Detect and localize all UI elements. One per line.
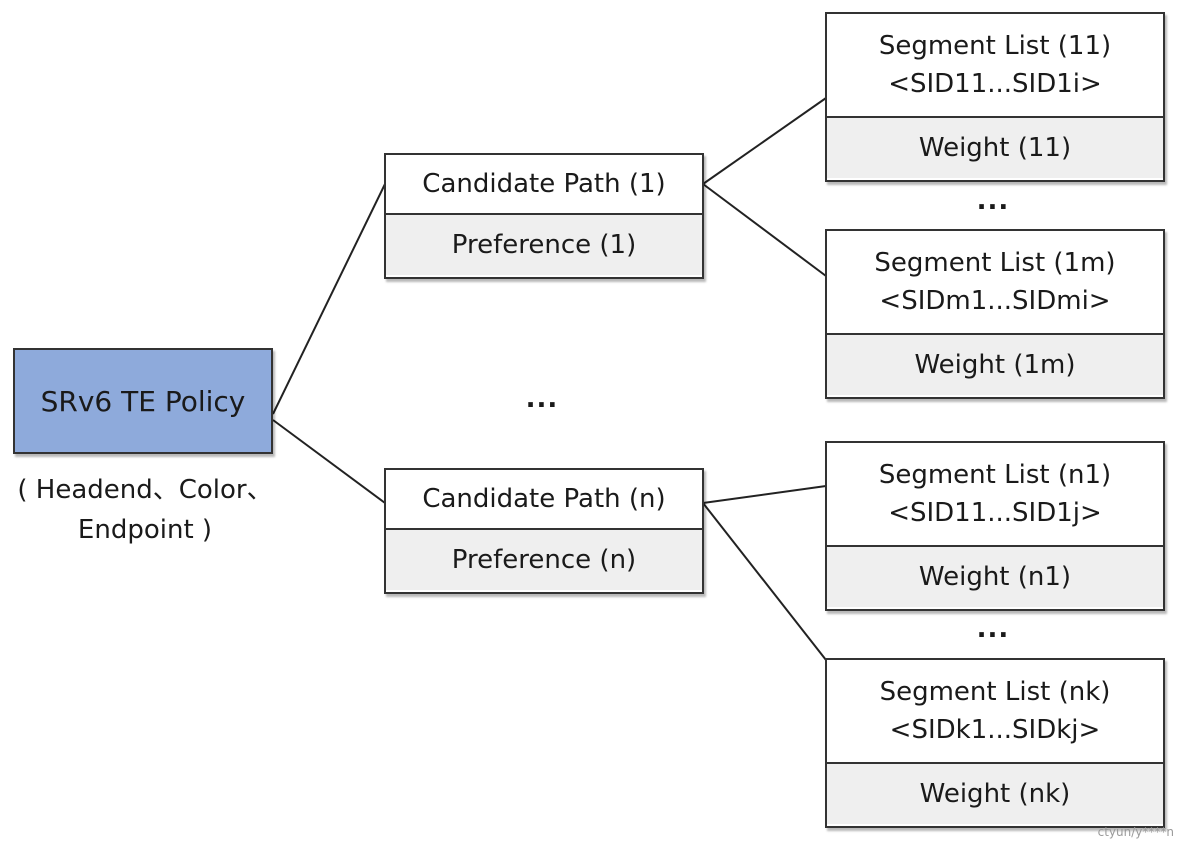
- ellipsis-segment-lists: ...: [976, 186, 1010, 216]
- segment-list-name: Segment List (n1): [878, 460, 1112, 490]
- candidate-path-box: Candidate Path (1) Preference (1): [384, 153, 704, 279]
- ellipsis-segment-lists: ...: [976, 614, 1010, 644]
- connector-cp1-seg1m: [702, 183, 827, 277]
- candidate-path-name: Candidate Path (1): [386, 155, 702, 215]
- segment-list-box: Segment List (11) <SID11...SID1i> Weight…: [825, 12, 1165, 182]
- ellipsis-candidate-paths: ...: [525, 384, 559, 414]
- policy-caption-line1: ( Headend、Color、: [17, 475, 273, 505]
- policy-label: SRv6 TE Policy: [40, 384, 246, 418]
- connector-policy-cp1: [272, 183, 386, 415]
- segment-list-box: Segment List (nk) <SIDk1...SIDkj> Weight…: [825, 658, 1165, 828]
- segment-list-sids: <SID11...SID1j>: [888, 498, 1102, 528]
- candidate-path-box: Candidate Path (n) Preference (n): [384, 468, 704, 594]
- policy-caption-line2: Endpoint ): [77, 515, 213, 545]
- segment-list-name: Segment List (nk): [879, 677, 1111, 707]
- segment-list-sids: <SID11...SID1i>: [888, 69, 1102, 99]
- segment-list-weight: Weight (1m): [827, 335, 1163, 395]
- segment-list-sids: <SIDm1...SIDmi>: [879, 286, 1111, 316]
- watermark: ctyun/y****n: [1097, 825, 1174, 839]
- segment-list-header: Segment List (n1) <SID11...SID1j>: [827, 443, 1163, 547]
- segment-list-name: Segment List (11): [878, 31, 1112, 61]
- segment-list-weight: Weight (nk): [827, 764, 1163, 824]
- segment-list-sids: <SIDk1...SIDkj>: [889, 715, 1101, 745]
- candidate-path-preference: Preference (n): [386, 530, 702, 590]
- segment-list-box: Segment List (n1) <SID11...SID1j> Weight…: [825, 441, 1165, 611]
- connector-cp1-seg11: [702, 97, 827, 185]
- segment-list-box: Segment List (1m) <SIDm1...SIDmi> Weight…: [825, 229, 1165, 399]
- candidate-path-preference: Preference (1): [386, 215, 702, 275]
- connector-cpn-segnk: [702, 502, 827, 661]
- connector-cpn-segn1: [702, 485, 827, 504]
- segment-list-weight: Weight (n1): [827, 547, 1163, 607]
- segment-list-header: Segment List (1m) <SIDm1...SIDmi>: [827, 231, 1163, 335]
- srv6-te-policy-box: SRv6 TE Policy: [13, 348, 273, 454]
- segment-list-name: Segment List (1m): [874, 248, 1116, 278]
- segment-list-weight: Weight (11): [827, 118, 1163, 178]
- policy-caption: ( Headend、Color、 Endpoint ): [0, 470, 290, 550]
- candidate-path-name: Candidate Path (n): [386, 470, 702, 530]
- segment-list-header: Segment List (11) <SID11...SID1i>: [827, 14, 1163, 118]
- segment-list-header: Segment List (nk) <SIDk1...SIDkj>: [827, 660, 1163, 764]
- connector-policy-cpn: [272, 419, 386, 504]
